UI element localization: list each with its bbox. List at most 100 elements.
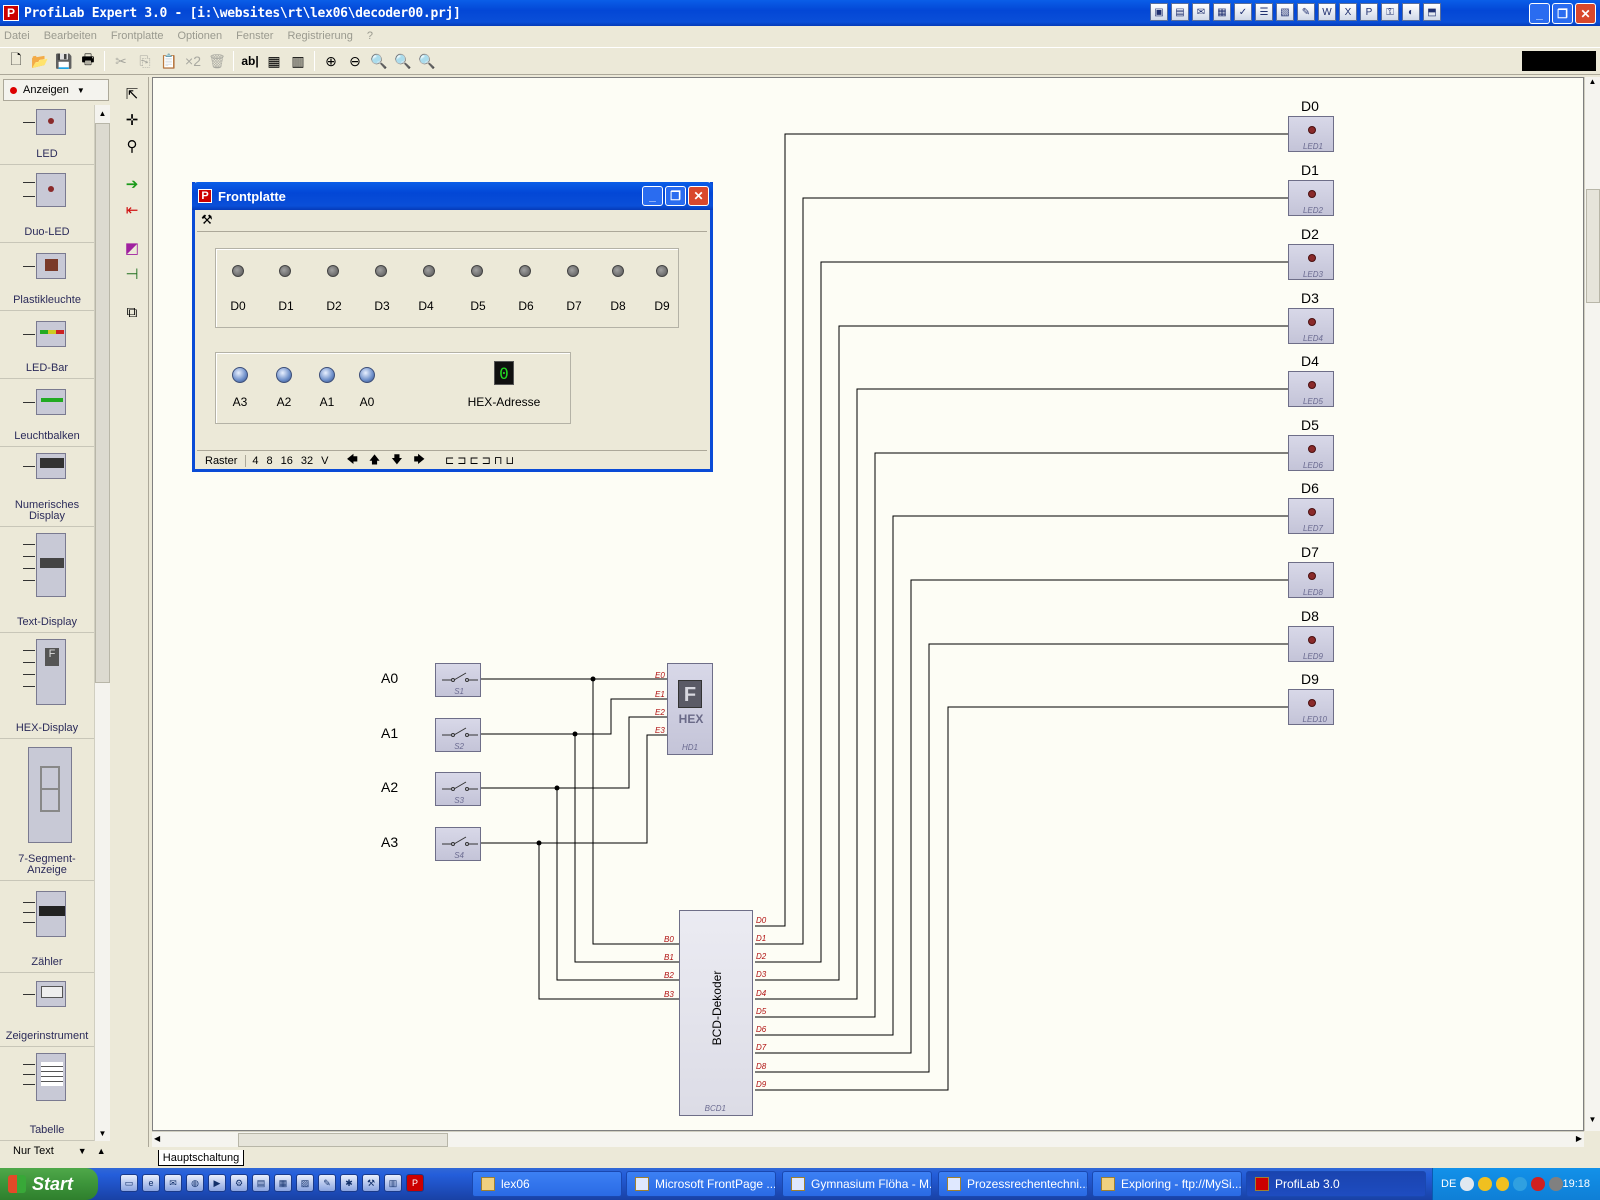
task-frontpage[interactable]: Microsoft FrontPage ...: [626, 1171, 776, 1197]
led-led3[interactable]: LED3: [1288, 244, 1334, 280]
close-button[interactable]: ✕: [1575, 3, 1596, 24]
switch-s2[interactable]: S2: [435, 718, 481, 752]
tools-icon[interactable]: ⚒: [201, 212, 213, 227]
maximize-button[interactable]: ❐: [665, 186, 686, 206]
app-shortcut-icon[interactable]: ◐: [1402, 3, 1420, 21]
scroll-thumb[interactable]: [1586, 189, 1600, 303]
delete-icon[interactable]: 🗑: [208, 52, 226, 69]
tool-icon[interactable]: ⚙: [230, 1174, 248, 1192]
stop-arrow-icon[interactable]: ⇤: [125, 202, 139, 219]
category-dropdown[interactable]: Anzeigen ▼: [3, 79, 109, 101]
app-shortcut-icon[interactable]: ▦: [1213, 3, 1231, 21]
copy-icon[interactable]: ⎘: [139, 52, 151, 69]
chart-icon[interactable]: ▥: [384, 1174, 402, 1192]
panel-switch-a3[interactable]: [232, 367, 248, 383]
raster-16[interactable]: 16: [280, 454, 293, 467]
task-lex06[interactable]: lex06: [472, 1171, 622, 1197]
paint-icon[interactable]: ✱: [340, 1174, 358, 1192]
switch-s3[interactable]: S3: [435, 772, 481, 806]
run-arrow-icon[interactable]: ➔: [125, 176, 139, 193]
palette-item-hex-display[interactable]: F HEX-Display: [0, 633, 94, 739]
menu-registrierung[interactable]: Registrierung: [287, 30, 353, 42]
bcd-decoder-bcd1[interactable]: BCD-Dekoder BCD1: [679, 910, 753, 1116]
hi-lo-icon[interactable]: ◩: [124, 240, 140, 257]
task-gymnasium[interactable]: Gymnasium Flöha - M...: [782, 1171, 932, 1197]
menu-help[interactable]: ?: [366, 30, 373, 42]
led-led10[interactable]: LED10: [1288, 689, 1334, 725]
save-icon[interactable]: 💾: [55, 52, 73, 69]
media-icon[interactable]: ▶: [208, 1174, 226, 1192]
grid-alt-icon[interactable]: ▥: [291, 52, 305, 69]
start-button[interactable]: Start: [0, 1168, 98, 1200]
led-led8[interactable]: LED8: [1288, 562, 1334, 598]
probe-icon[interactable]: ⊣: [125, 266, 139, 283]
app-icon[interactable]: P: [198, 189, 212, 203]
panel-switch-a1[interactable]: [319, 367, 335, 383]
app-shortcut-icon[interactable]: ▤: [1171, 3, 1189, 21]
align-tools-icon[interactable]: ⊏⊐⊏⊐⊓⊔: [445, 455, 518, 467]
menu-optionen[interactable]: Optionen: [177, 30, 223, 42]
zoom-all-icon[interactable]: 🔍: [394, 52, 412, 69]
palette-scrollbar[interactable]: ▲ ▼: [94, 105, 110, 1141]
scroll-thumb[interactable]: [95, 123, 110, 683]
led-led5[interactable]: LED5: [1288, 371, 1334, 407]
raster-8[interactable]: 8: [266, 454, 273, 467]
minimize-button[interactable]: _: [642, 186, 663, 206]
open-folder-icon[interactable]: 📂: [31, 52, 49, 69]
palette-item-zaehler[interactable]: Zähler: [0, 881, 94, 973]
app-shortcut-icon[interactable]: ⚿: [1381, 3, 1399, 21]
tray-icon[interactable]: [1477, 1177, 1492, 1191]
nudge-arrows-icon[interactable]: 🡄 🡅 🡇 🡆: [346, 454, 430, 466]
mail-icon[interactable]: ✉: [164, 1174, 182, 1192]
image-icon[interactable]: ▨: [296, 1174, 314, 1192]
text-tool-icon[interactable]: ab|: [241, 54, 259, 68]
cut-icon[interactable]: ✂: [115, 52, 127, 69]
duplicate-icon[interactable]: ×2: [185, 53, 201, 69]
network-icon[interactable]: ◍: [186, 1174, 204, 1192]
browser-icon[interactable]: e: [142, 1174, 160, 1192]
canvas-horizontal-scrollbar[interactable]: ◀ ▶: [152, 1131, 1584, 1147]
tray-icon[interactable]: [1495, 1177, 1510, 1191]
print-icon[interactable]: 🖶: [81, 51, 95, 67]
calc-icon[interactable]: ▦: [274, 1174, 292, 1192]
zoom-100-icon[interactable]: 🔍: [418, 52, 436, 69]
scroll-up-icon[interactable]: ▲: [98, 108, 107, 118]
palette-item-numerisches-display[interactable]: Numerisches Display: [0, 447, 94, 527]
palette-item-led[interactable]: LED: [0, 105, 94, 165]
sheet-tab-hauptschaltung[interactable]: Hauptschaltung: [158, 1150, 244, 1166]
palette-item-tabelle[interactable]: Tabelle: [0, 1047, 94, 1141]
panel-switch-a0[interactable]: [359, 367, 375, 383]
tray-icon[interactable]: [1460, 1177, 1474, 1191]
menu-frontplatte[interactable]: Frontplatte: [110, 30, 164, 42]
switch-s4[interactable]: S4: [435, 827, 481, 861]
zoom-out-icon[interactable]: ⊖: [349, 52, 361, 69]
led-led1[interactable]: LED1: [1288, 116, 1334, 152]
tray-icon[interactable]: [1513, 1177, 1528, 1191]
scroll-thumb[interactable]: [238, 1133, 448, 1147]
edit-icon[interactable]: ✎: [318, 1174, 336, 1192]
zoom-fit-icon[interactable]: 🔍: [370, 52, 388, 69]
scroll-up-icon[interactable]: ▲: [1588, 77, 1597, 86]
app-shortcut-icon[interactable]: X: [1339, 3, 1357, 21]
palette-item-leuchtbalken[interactable]: Leuchtbalken: [0, 379, 94, 447]
task-profilab[interactable]: ProfiLab 3.0: [1246, 1171, 1426, 1197]
palette-item-7-segment[interactable]: 7-Segment-Anzeige: [0, 739, 94, 881]
magnifier-icon[interactable]: ⚲: [126, 138, 138, 155]
led-led6[interactable]: LED6: [1288, 435, 1334, 471]
app-icon[interactable]: P: [3, 5, 19, 21]
desktop-icon[interactable]: ▭: [120, 1174, 138, 1192]
palette-item-led-bar[interactable]: LED-Bar: [0, 311, 94, 379]
app-shortcut-icon[interactable]: ✎: [1297, 3, 1315, 21]
close-button[interactable]: ✕: [688, 186, 709, 206]
paste-icon[interactable]: 📋: [160, 52, 178, 69]
led-led4[interactable]: LED4: [1288, 308, 1334, 344]
app-shortcut-icon[interactable]: ▣: [1150, 3, 1168, 21]
app-shortcut-icon[interactable]: ⬒: [1423, 3, 1441, 21]
display-mode-dropdown[interactable]: Nur Text ▼ ▲: [3, 1141, 109, 1161]
task-prozessrechentechnik[interactable]: Prozessrechentechni...: [938, 1171, 1088, 1197]
pin-icon[interactable]: ▲: [96, 1146, 106, 1156]
frontplatte-title-bar[interactable]: P Frontplatte _ ❐ ✕: [192, 182, 713, 210]
new-file-icon[interactable]: 🗋: [10, 51, 22, 67]
menu-fenster[interactable]: Fenster: [236, 30, 274, 42]
palette-item-zeigerinstrument[interactable]: Zeigerinstrument: [0, 973, 94, 1047]
